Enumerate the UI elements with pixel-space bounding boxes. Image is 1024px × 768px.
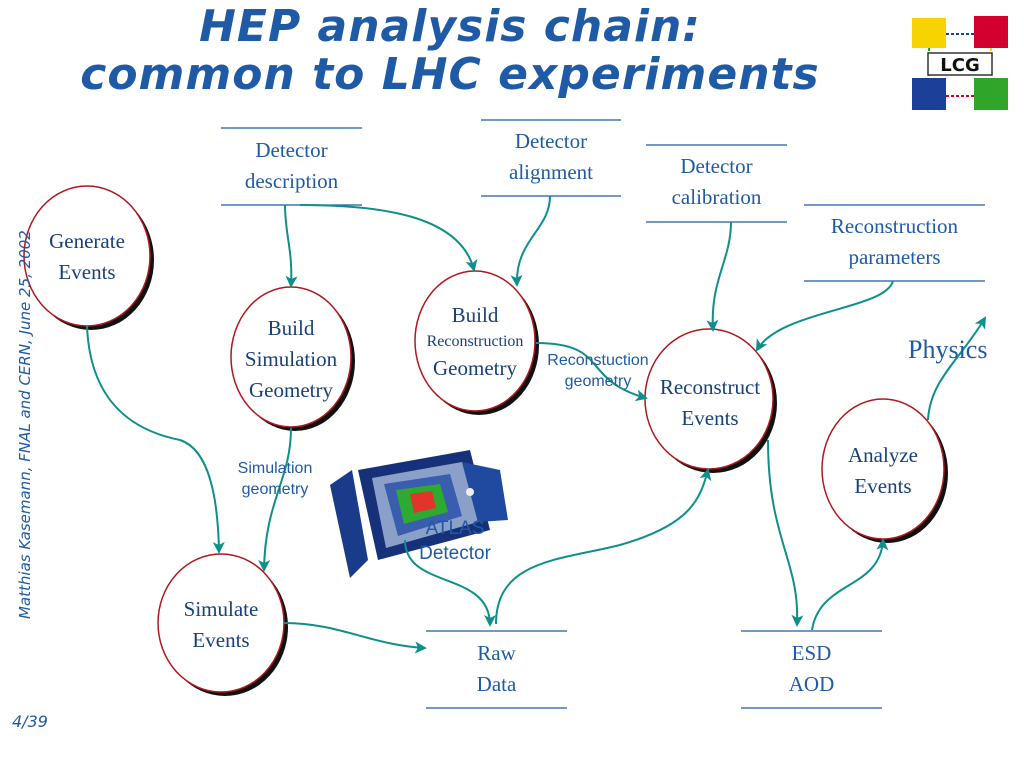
generate-events-node: Generate Events (27, 226, 147, 288)
simulate-events-line2: Events (192, 628, 250, 652)
analyze-events-node: Analyze Events (823, 440, 943, 502)
detector-alignment-store: Detector alignment (481, 126, 621, 188)
build-sim-geo-line3: Geometry (249, 378, 333, 402)
esd-aod-line1: ESD (791, 641, 832, 665)
reco-geometry-label-line2: geometry (564, 373, 632, 390)
sim-geometry-label-line2: geometry (241, 481, 309, 498)
atlas-label-line1: ATLAS (425, 518, 485, 539)
detector-calibration-line1: Detector (680, 154, 753, 178)
detector-description-store: Detector description (221, 135, 362, 197)
build-reco-geo-line1: Build (451, 303, 499, 327)
reco-geometry-label-line1: Reconstuction (547, 352, 649, 369)
detector-calibration-store: Detector calibration (646, 151, 787, 213)
simulate-events-line1: Simulate (183, 597, 259, 621)
lcg-logo: LCG (912, 16, 1008, 110)
detector-calibration-line2: calibration (671, 185, 762, 209)
arrow-calib-to-reco (706, 221, 732, 332)
physics-label: Physics (908, 335, 988, 364)
generate-events-line1: Generate (49, 229, 125, 253)
author-date-label: Matthias Kasemann, FNAL and CERN, June 2… (16, 230, 34, 619)
detector-description-line1: Detector (255, 138, 328, 162)
arrow-desc-to-simgeo (284, 204, 298, 288)
reconstruction-parameters-line2: parameters (848, 245, 941, 269)
atlas-detector-image (330, 450, 508, 578)
build-sim-geo-line1: Build (267, 316, 315, 340)
atlas-label-line2: Detector (419, 543, 491, 564)
reconstruct-events-line1: Reconstruct (659, 375, 761, 399)
arrow-simulate-to-raw (283, 622, 427, 654)
atlas-detector-label: ATLAS Detector (405, 516, 505, 566)
raw-data-line2: Data (476, 672, 517, 696)
reconstruction-parameters-line1: Reconstruction (830, 214, 959, 238)
analyze-events-line2: Events (854, 474, 912, 498)
title-line-2: common to LHC experiments (80, 49, 820, 100)
generate-events-line2: Events (58, 260, 116, 284)
reconstruct-events-line2: Events (681, 406, 739, 430)
raw-data-store: Raw Data (426, 638, 567, 700)
title-line-1: HEP analysis chain: (199, 1, 701, 52)
arrow-params-to-reco (755, 280, 894, 352)
flow-arrows (86, 195, 987, 654)
page-number: 4/39 (12, 712, 48, 731)
arrow-simgeo-to-simulate (258, 427, 292, 572)
reconstruction-geometry-edge-label: Reconstuction geometry (530, 350, 666, 392)
arrow-raw-to-reco (495, 468, 712, 625)
esd-aod-line2: AOD (788, 672, 835, 696)
raw-data-line1: Raw (477, 641, 516, 665)
esd-aod-store: ESD AOD (741, 638, 882, 700)
process-circles (23, 185, 948, 696)
arrow-atlas-to-raw (404, 539, 496, 627)
detector-alignment-line1: Detector (514, 129, 588, 153)
sim-geometry-label-line1: Simulation (237, 460, 313, 477)
reconstruction-parameters-store: Reconstruction parameters (804, 211, 985, 273)
reconstruct-events-node: Reconstruct Events (643, 372, 777, 434)
detector-description-line2: description (244, 169, 339, 193)
arrow-esd-to-analyze (811, 538, 889, 631)
build-reco-geo-line2: Reconstruction (426, 333, 524, 350)
build-simulation-geometry-node: Build Simulation Geometry (231, 313, 351, 406)
detector-alignment-line2: alignment (509, 160, 593, 184)
arrow-generate-to-simulate (86, 325, 225, 554)
build-reconstruction-geometry-node: Build Reconstruction Geometry (405, 300, 545, 384)
arrow-desc-to-recogeo (299, 204, 478, 272)
arrow-recogeo-to-reco (535, 342, 648, 402)
arrow-analyze-to-physics (927, 316, 987, 421)
lcg-logo-text: LCG (940, 55, 979, 76)
arrow-reco-to-esd (767, 439, 804, 627)
build-sim-geo-line2: Simulation (244, 347, 338, 371)
simulation-geometry-edge-label: Simulation geometry (220, 458, 330, 500)
build-reco-geo-line3: Geometry (433, 356, 517, 380)
analyze-events-line1: Analyze (848, 443, 918, 467)
simulate-events-node: Simulate Events (161, 594, 281, 656)
arrow-align-to-recogeo (510, 195, 551, 287)
